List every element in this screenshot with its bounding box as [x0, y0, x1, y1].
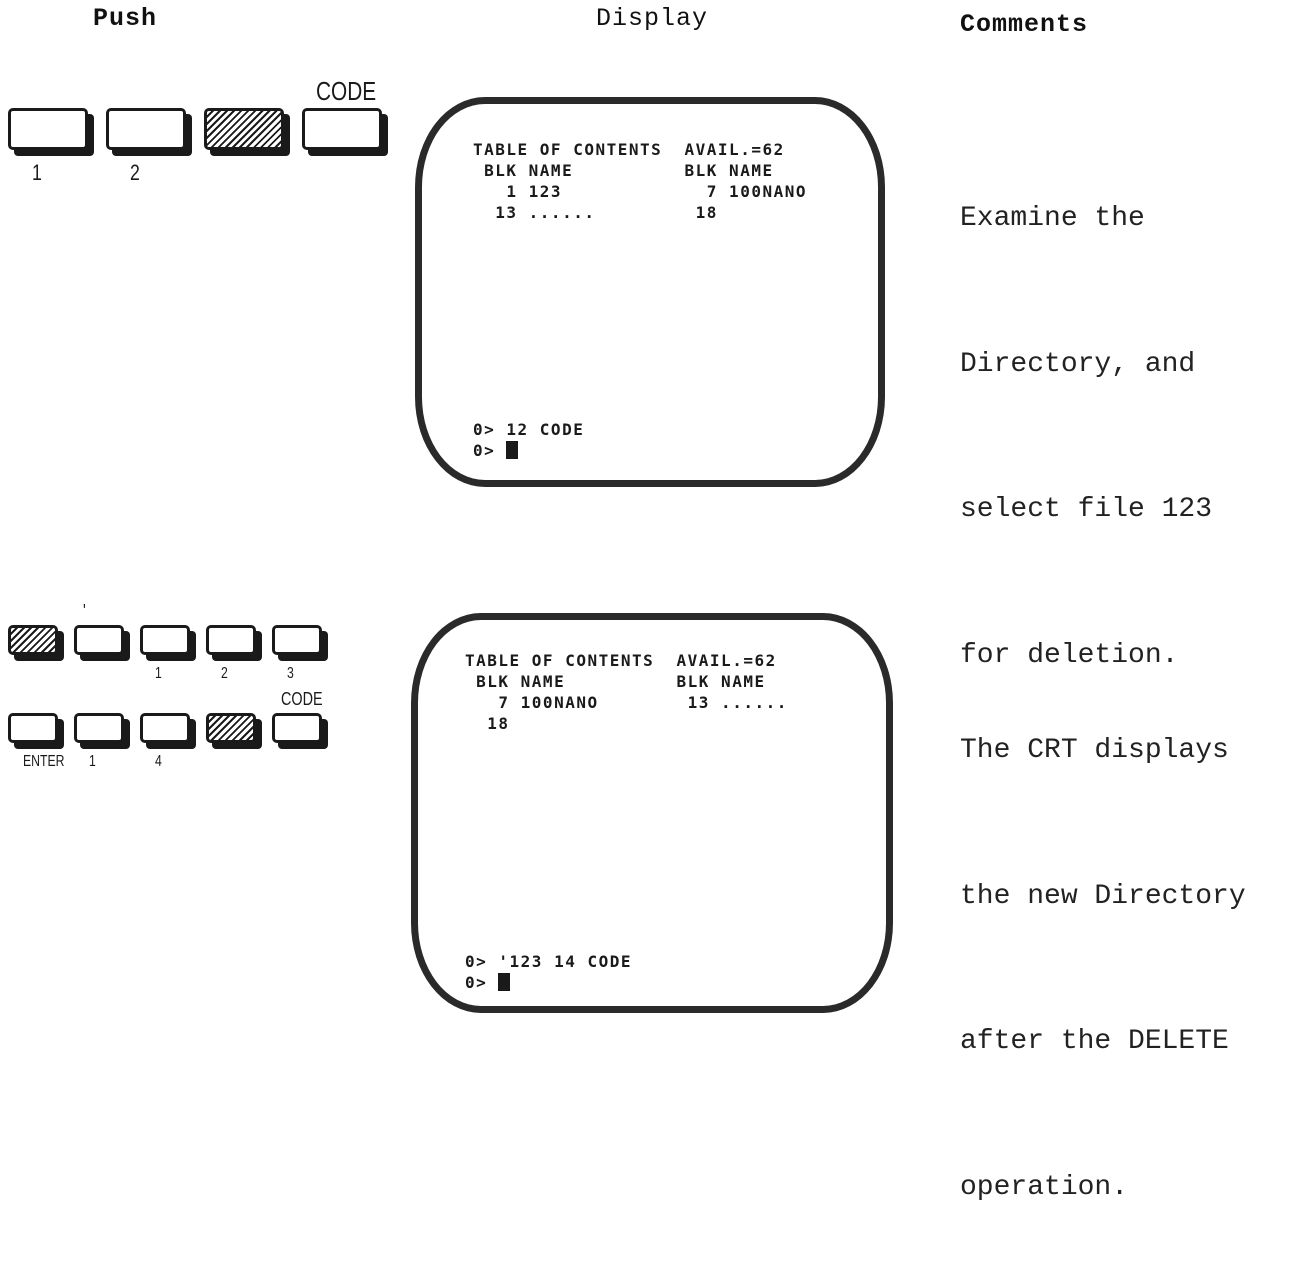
crt-row: 1 123 7 100NANO	[473, 182, 807, 201]
step1-comment: Examine the Directory, and select file 1…	[960, 98, 1212, 729]
key-label-above: CODE	[316, 76, 377, 106]
crt-row: 18	[465, 714, 510, 733]
comments-header: Comments	[960, 10, 1089, 39]
key-apostrophe[interactable]	[74, 625, 132, 663]
crt-command-line: 0> '123 14 CODE	[465, 952, 632, 971]
key-label-below: 2	[130, 160, 140, 185]
crt-column-header: BLK NAME BLK NAME	[473, 161, 774, 180]
key-label-below: 1	[32, 160, 42, 185]
key-label-below: 3	[287, 665, 294, 682]
key-label-above: CODE	[281, 689, 323, 709]
key-label-above: '	[83, 601, 86, 621]
push-header: Push	[93, 4, 158, 33]
key-label-below: ENTER	[23, 753, 65, 770]
comment-line: after the DELETE	[960, 1026, 1229, 1057]
crt-prompt-line: 0>	[473, 440, 584, 461]
key-label-below: 1	[89, 753, 96, 770]
comment-line: Examine the	[960, 203, 1145, 234]
comment-line: for deletion.	[960, 639, 1179, 671]
step2-comment: The CRT displays the new Directory after…	[960, 630, 1246, 1261]
key-2[interactable]	[206, 625, 264, 663]
crt-display-step1	[415, 97, 885, 487]
crt-title: TABLE OF CONTENTS AVAIL.=62	[465, 651, 777, 670]
key-shift[interactable]	[206, 713, 264, 751]
key-shift[interactable]	[8, 625, 66, 663]
crt-prompt-line: 0>	[465, 972, 632, 993]
comment-line: Directory, and	[960, 348, 1196, 380]
key-1[interactable]	[74, 713, 132, 751]
key-label-below: 4	[155, 753, 162, 770]
crt-column-header: BLK NAME BLK NAME	[465, 672, 766, 691]
key-enter[interactable]	[8, 713, 66, 751]
crt-title: TABLE OF CONTENTS AVAIL.=62	[473, 140, 785, 159]
key-3[interactable]	[272, 625, 330, 663]
crt-step1-text: TABLE OF CONTENTS AVAIL.=62 BLK NAME BLK…	[473, 118, 807, 223]
display-header: Display	[596, 4, 709, 33]
crt-row: 13 ...... 18	[473, 203, 718, 222]
key-4[interactable]	[140, 713, 198, 751]
key-1[interactable]	[140, 625, 198, 663]
crt-command-line: 0> 12 CODE	[473, 420, 585, 439]
key-label-below: 1	[155, 665, 162, 682]
crt-step2-text: TABLE OF CONTENTS AVAIL.=62 BLK NAME BLK…	[465, 650, 788, 734]
comment-line: operation.	[960, 1171, 1129, 1203]
crt-display-step2	[411, 613, 893, 1013]
key-label-below: 2	[221, 665, 228, 682]
crt-row: 7 100NANO 13 ......	[465, 693, 788, 712]
key-2[interactable]	[106, 108, 194, 158]
comment-line: select file 123	[960, 494, 1213, 525]
cursor-block	[506, 441, 519, 459]
key-code[interactable]	[272, 713, 330, 751]
comment-line: The CRT displays	[960, 735, 1229, 766]
key-shift[interactable]	[204, 108, 292, 158]
key-1[interactable]	[8, 108, 96, 158]
cursor-block	[498, 973, 511, 991]
comment-line: the new Directory	[960, 880, 1246, 912]
key-code[interactable]	[302, 108, 390, 158]
